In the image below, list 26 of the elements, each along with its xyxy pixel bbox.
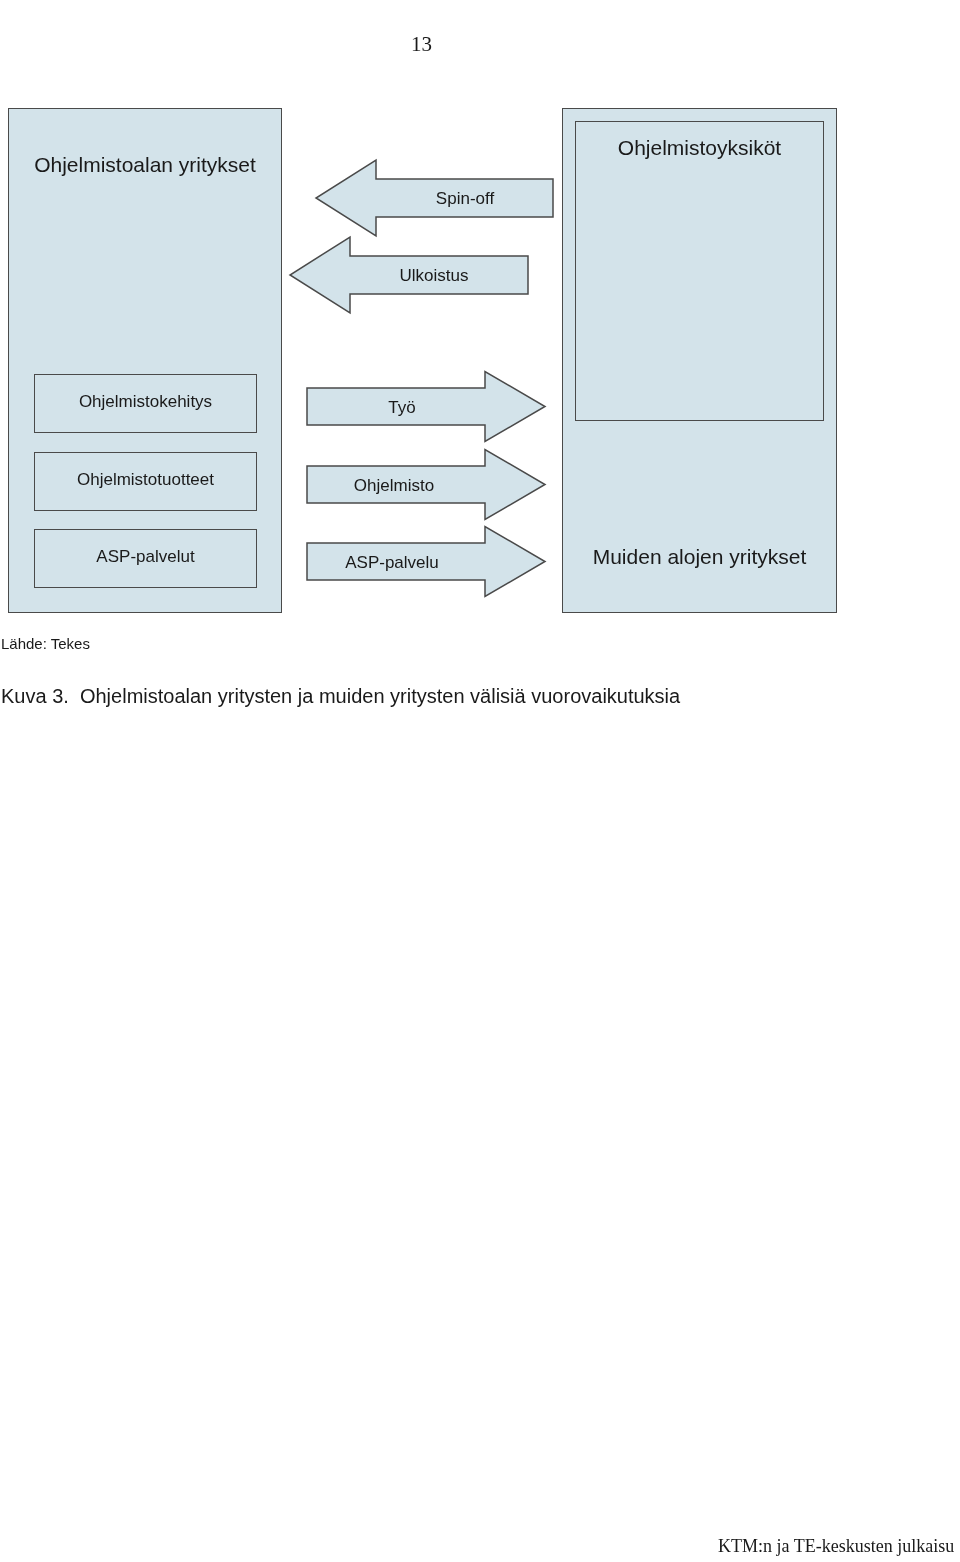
edge-label: Ulkoistus bbox=[399, 266, 469, 286]
box-label: Ohjelmistokehitys bbox=[77, 392, 214, 412]
box-label: Ohjelmistoyksiköt bbox=[616, 136, 783, 160]
group-panel bbox=[562, 108, 837, 613]
process-box bbox=[34, 529, 257, 588]
source-note: Lähde: Tekes bbox=[1, 635, 90, 652]
panel-title: Ohjelmistoalan yritykset bbox=[33, 153, 257, 177]
edge-label: ASP-palvelu bbox=[345, 552, 439, 573]
group-panel bbox=[8, 108, 282, 613]
figure-caption: Kuva 3. Ohjelmistoalan yritysten ja muiden yritysten välisiä vuorovaikutuksia bbox=[1, 685, 681, 708]
block-arrow bbox=[306, 448, 547, 521]
process-box bbox=[34, 374, 257, 433]
edge-label: Spin-off bbox=[435, 189, 495, 209]
page-number: 13 bbox=[411, 32, 432, 57]
process-box bbox=[575, 121, 824, 421]
footer-text: KTM:n ja TE-keskusten julkaisu bbox=[718, 1536, 955, 1557]
block-arrow bbox=[306, 370, 547, 443]
block-arrow bbox=[288, 235, 529, 315]
process-box bbox=[34, 452, 257, 511]
block-arrow bbox=[306, 525, 547, 598]
block-arrow bbox=[314, 158, 554, 238]
box-label: ASP-palvelut bbox=[95, 547, 196, 567]
edge-label: Työ bbox=[388, 397, 416, 418]
box-label: Ohjelmistotuotteet bbox=[76, 470, 215, 490]
edge-label: Ohjelmisto bbox=[353, 475, 435, 496]
panel-title: Muiden alojen yritykset bbox=[591, 545, 808, 569]
